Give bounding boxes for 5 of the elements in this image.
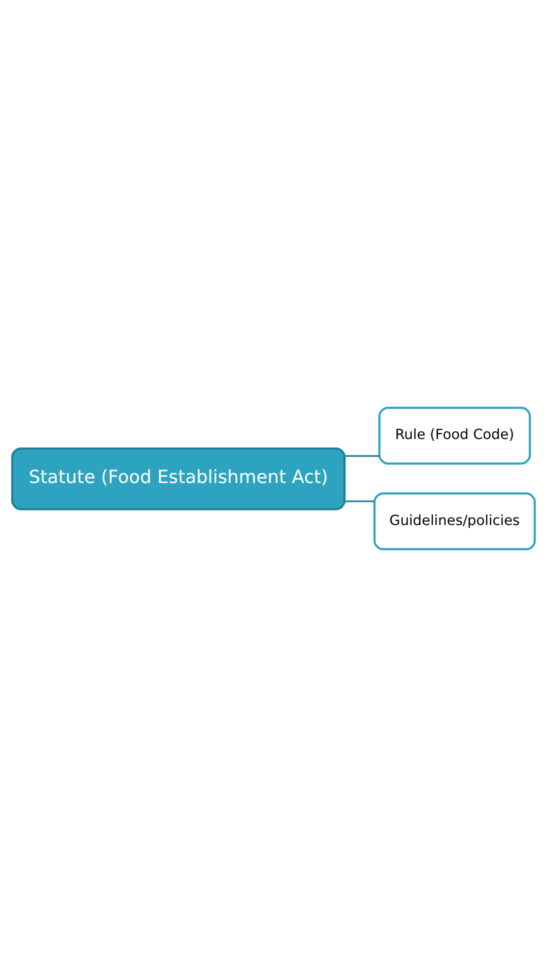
node-box: Statute (Food Establishment Act) — [11, 448, 346, 510]
node-box: Guidelines/policies — [373, 492, 536, 550]
connector — [344, 500, 374, 502]
node-box: Rule (Food Code) — [378, 406, 531, 465]
connector — [344, 455, 380, 457]
